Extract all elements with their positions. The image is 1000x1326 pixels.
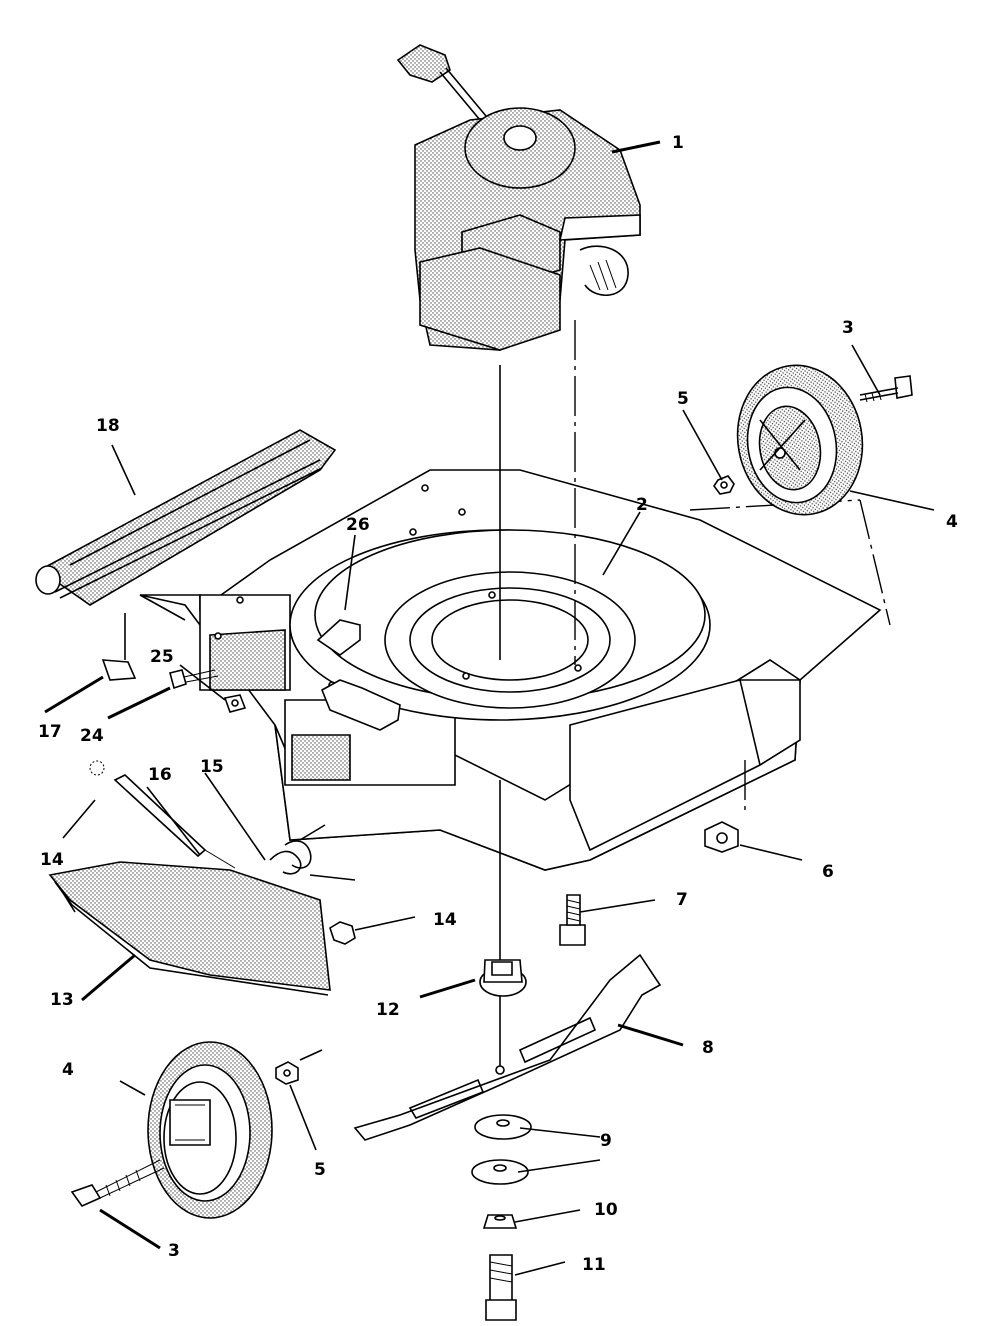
- discharge-chute: [48, 861, 331, 996]
- callout-25: 25: [150, 647, 174, 667]
- callout-6: 6: [822, 862, 834, 882]
- callout-8: 8: [702, 1038, 714, 1058]
- callout-15: 15: [200, 757, 224, 777]
- callout-3-left: 3: [168, 1241, 180, 1261]
- bolt-axle-right: [859, 375, 913, 403]
- callout-14-left: 14: [40, 850, 64, 870]
- blade-washers: [471, 1114, 532, 1229]
- callout-16: 16: [148, 765, 172, 785]
- callout-5-right: 5: [677, 389, 689, 409]
- callout-24: 24: [80, 726, 104, 746]
- bolt-axle-left: [70, 1159, 165, 1207]
- callout-5-left: 5: [314, 1160, 326, 1180]
- callout-14-right: 14: [433, 910, 457, 930]
- callout-1: 1: [672, 133, 684, 153]
- engine: [396, 44, 641, 351]
- leader-lines: [44, 140, 935, 1276]
- torsion-spring: [269, 824, 356, 881]
- blade-bolt: [559, 894, 586, 946]
- nut-left: [275, 1061, 299, 1085]
- clip: [101, 659, 137, 681]
- wheel-rear-right: [736, 364, 864, 516]
- pin-clip-left: [89, 760, 105, 776]
- callout-18: 18: [96, 416, 120, 436]
- callout-26: 26: [346, 515, 370, 535]
- callout-10: 10: [594, 1200, 618, 1220]
- callout-4-right: 4: [946, 512, 958, 532]
- bolt-and-washer: [169, 669, 247, 713]
- alignment-lines: [499, 320, 746, 1070]
- callout-9: 9: [600, 1131, 612, 1151]
- blade-adapter: [479, 959, 527, 997]
- rear-flap-rod: [35, 429, 337, 606]
- pivot-rod: [113, 774, 236, 869]
- nut-wheel-front: [704, 821, 739, 853]
- callout-17: 17: [38, 722, 62, 742]
- callout-7: 7: [676, 890, 688, 910]
- nut-right: [713, 475, 735, 495]
- pin-clip-right: [329, 921, 356, 945]
- blade-retaining-bolt: [485, 1254, 517, 1321]
- mower-deck: [139, 469, 891, 871]
- wheel-front-left: [147, 1041, 273, 1219]
- callout-2: 2: [636, 495, 648, 515]
- callout-11: 11: [582, 1255, 606, 1275]
- callout-4-left: 4: [62, 1060, 74, 1080]
- cutting-blade: [353, 953, 662, 1141]
- callout-13: 13: [50, 990, 74, 1010]
- callout-3-right: 3: [842, 318, 854, 338]
- callout-12: 12: [376, 1000, 400, 1020]
